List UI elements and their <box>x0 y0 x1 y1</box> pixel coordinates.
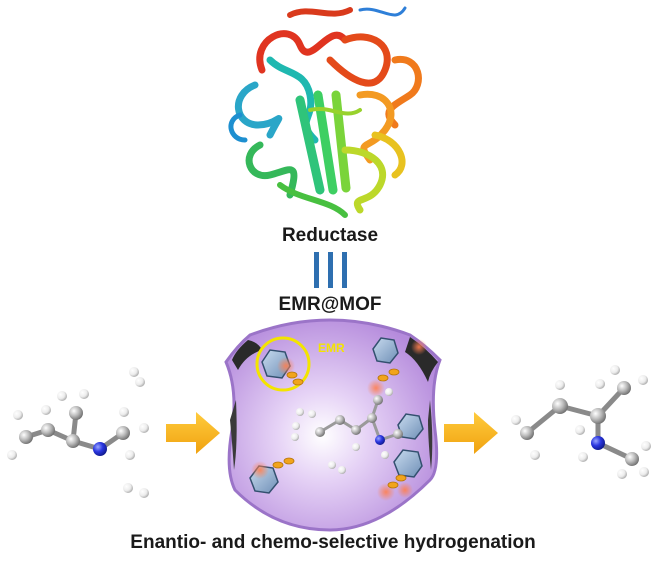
protein-ribbon-icon <box>228 6 422 218</box>
composite-label: EMR@MOF <box>279 294 382 315</box>
triple-bar-icon <box>314 252 347 288</box>
enzyme-label: Reductase <box>282 225 378 246</box>
enzyme-chain-icon <box>272 368 407 489</box>
reaction-arrow-icon <box>166 412 220 454</box>
inset-label: EMR <box>318 341 345 355</box>
product-molecule-icon <box>511 365 651 479</box>
reactant-molecule-icon <box>7 367 149 498</box>
caption: Enantio- and chemo-selective hydrogenati… <box>130 532 535 553</box>
reaction-arrow-icon-right <box>444 412 498 454</box>
inset-circle <box>255 336 311 392</box>
molecule-icon-in-pore <box>291 388 403 474</box>
